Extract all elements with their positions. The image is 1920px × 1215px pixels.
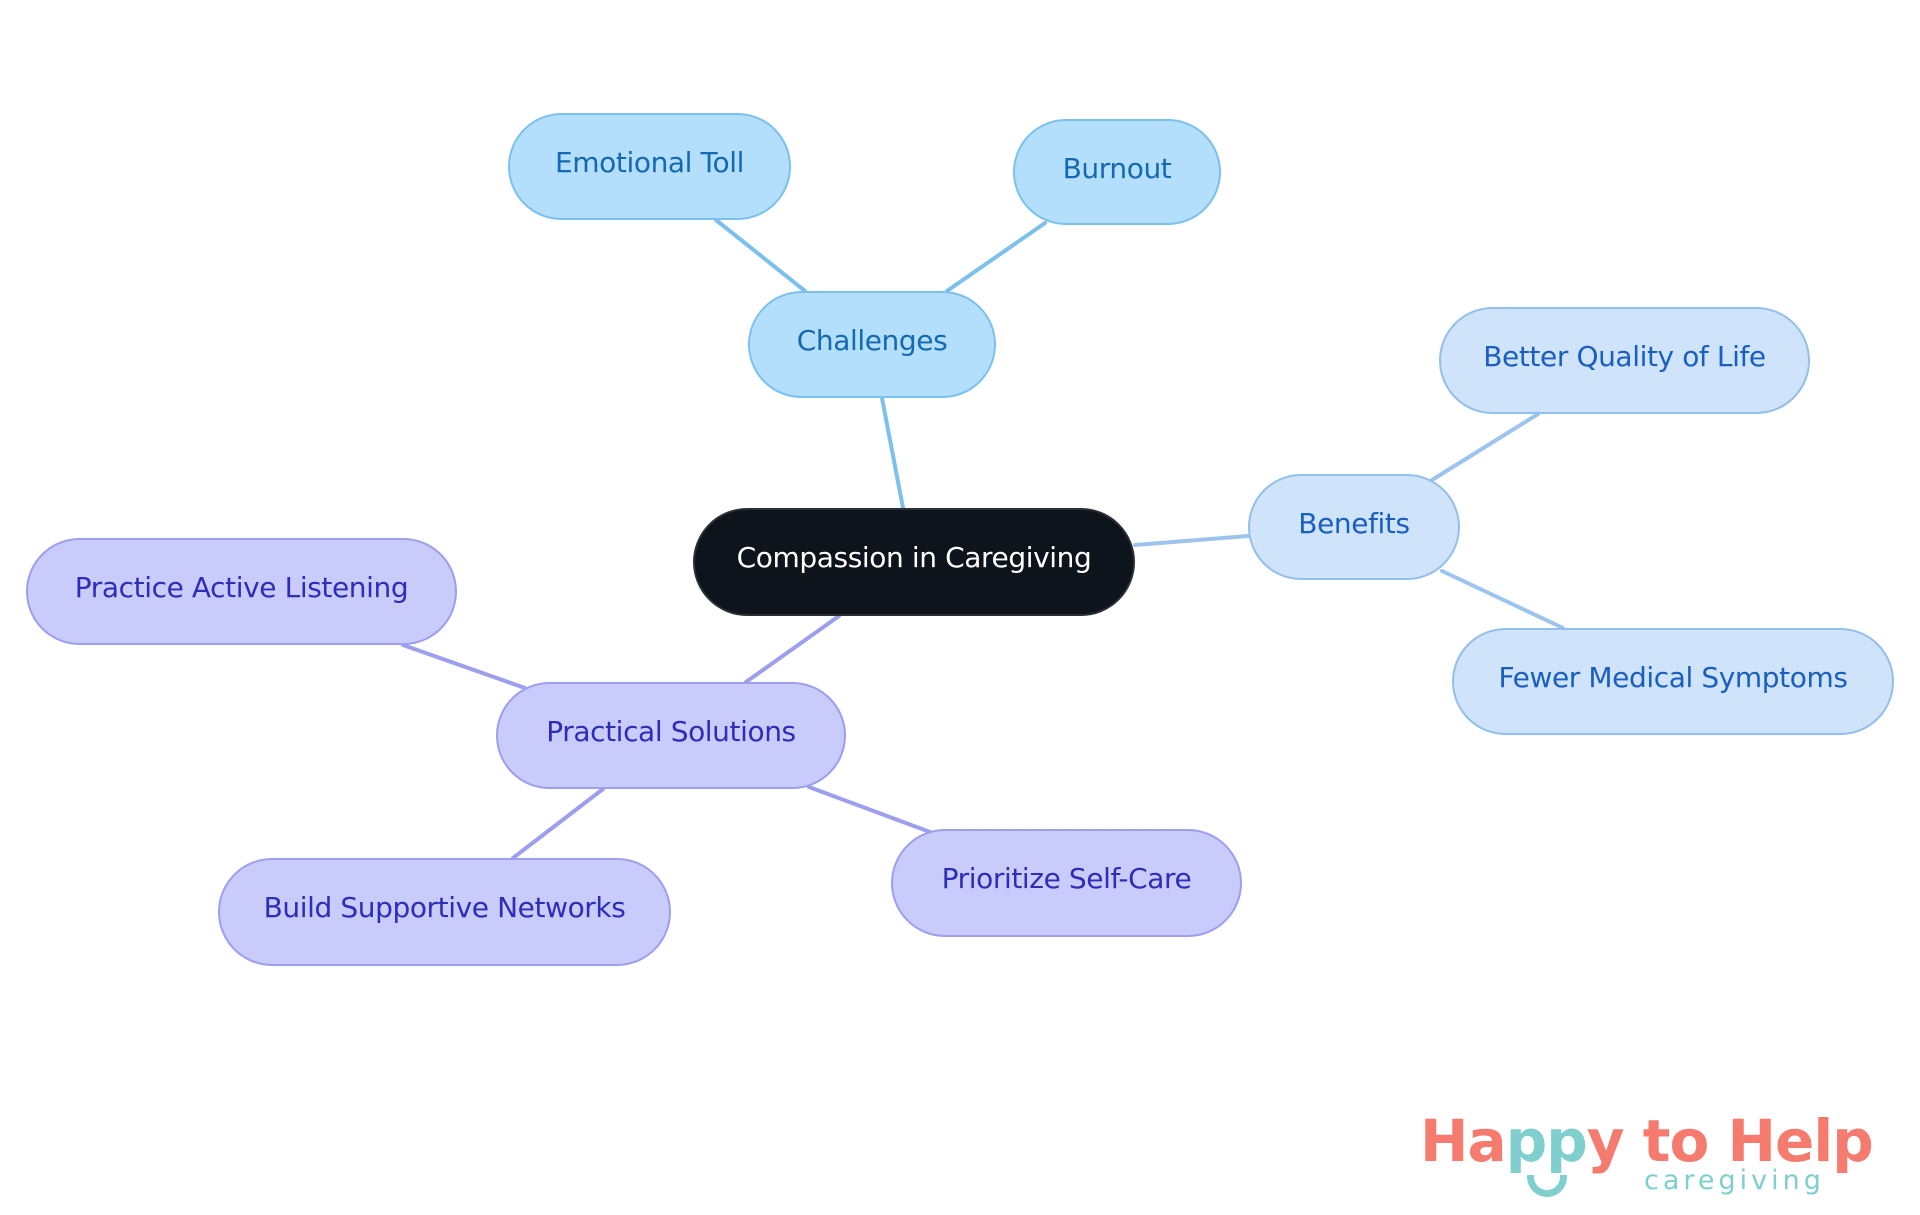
edge-root-to-practical-solutions	[744, 614, 841, 684]
edge-practical-solutions-to-practice-active-listening	[401, 643, 527, 690]
logo-subtitle: caregiving	[1644, 1165, 1825, 1196]
node-practice-active-listening[interactable]: Practice Active Listening	[26, 538, 457, 645]
node-root[interactable]: Compassion in Caregiving	[693, 508, 1135, 616]
edge-benefits-to-fewer-medical-symptoms	[1440, 569, 1565, 630]
smile-icon	[1527, 1175, 1567, 1197]
node-build-supportive-networks[interactable]: Build Supportive Networks	[218, 858, 671, 966]
logo-part-2: pp	[1505, 1107, 1588, 1175]
node-better-quality-of-life[interactable]: Better Quality of Life	[1439, 307, 1810, 414]
node-label: Fewer Medical Symptoms	[1498, 661, 1848, 694]
logo-wordmark: Happy to Help	[1420, 1107, 1874, 1175]
node-label: Compassion in Caregiving	[736, 541, 1092, 574]
node-burnout[interactable]: Burnout	[1013, 119, 1221, 225]
node-prioritize-self-care[interactable]: Prioritize Self-Care	[891, 829, 1242, 937]
logo-part-1: Ha	[1420, 1107, 1507, 1175]
brand-logo: Happy to Help caregiving	[1420, 1108, 1880, 1204]
node-challenges[interactable]: Challenges	[748, 291, 996, 398]
edge-benefits-to-better-quality-of-life	[1430, 412, 1540, 482]
node-label: Practice Active Listening	[74, 571, 409, 604]
edge-root-to-challenges	[880, 396, 905, 510]
node-emotional-toll[interactable]: Emotional Toll	[508, 113, 791, 220]
node-benefits[interactable]: Benefits	[1248, 474, 1460, 580]
logo-part-3: y to Help	[1586, 1107, 1874, 1175]
node-label: Challenges	[796, 324, 948, 357]
node-label: Practical Solutions	[546, 715, 796, 748]
node-label: Burnout	[1062, 152, 1172, 185]
node-practical-solutions[interactable]: Practical Solutions	[496, 682, 846, 789]
node-label: Benefits	[1298, 507, 1410, 540]
node-fewer-medical-symptoms[interactable]: Fewer Medical Symptoms	[1452, 628, 1894, 735]
edge-root-to-benefits	[1133, 534, 1250, 547]
node-label: Build Supportive Networks	[263, 891, 626, 924]
edge-practical-solutions-to-build-supportive-networks	[511, 787, 605, 860]
node-label: Better Quality of Life	[1483, 340, 1766, 373]
edge-challenges-to-burnout	[945, 221, 1047, 293]
edge-challenges-to-emotional-toll	[714, 218, 807, 293]
edge-practical-solutions-to-prioritize-self-care	[807, 785, 932, 834]
node-label: Prioritize Self-Care	[941, 862, 1192, 895]
node-label: Emotional Toll	[554, 146, 744, 179]
